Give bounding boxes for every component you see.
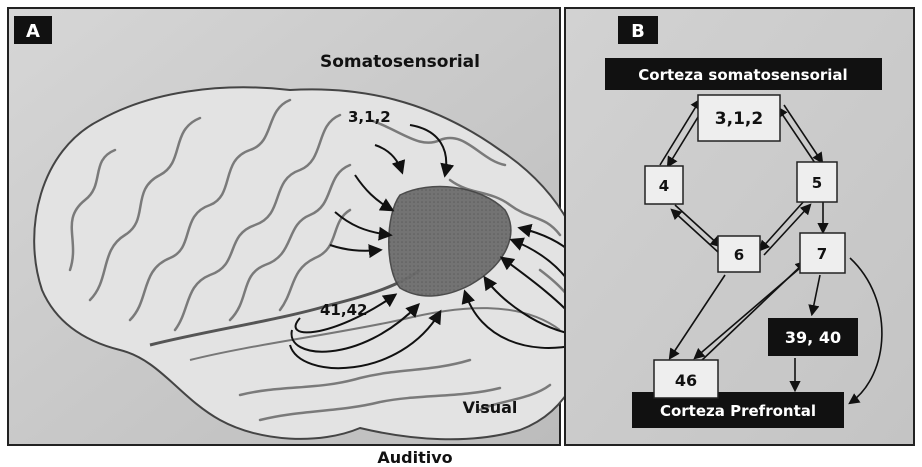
panel-b: B Corteza somatosensorial 3,1,2 — [565, 8, 914, 445]
box-area-312: 3,1,2 — [698, 95, 780, 141]
label-visual: Visual — [463, 398, 518, 417]
box-area-46: 46 — [654, 360, 718, 398]
box-area-4: 4 — [645, 166, 683, 204]
box-area-5-text: 5 — [812, 174, 822, 192]
box-area-312-text: 3,1,2 — [715, 109, 763, 129]
label-somatosensorial: Somatosensorial — [320, 52, 480, 72]
box-area-7-text: 7 — [817, 245, 827, 263]
box-area-4-text: 4 — [659, 177, 669, 195]
label-area-312: 3,1,2 — [348, 108, 391, 126]
label-auditivo: Auditivo — [377, 448, 452, 467]
panel-b-letter: B — [631, 21, 645, 42]
label-area-4142: 41,42 — [320, 301, 367, 319]
box-area-3940-text: 39, 40 — [785, 328, 841, 347]
box-area-46-text: 46 — [675, 371, 697, 390]
box-area-7: 7 — [800, 233, 845, 273]
box-area-6-text: 6 — [734, 246, 744, 264]
box-area-5: 5 — [797, 162, 837, 202]
box-prefrontal-text: Corteza Prefrontal — [660, 402, 816, 420]
box-area-3940: 39, 40 — [768, 318, 858, 356]
panel-a-letter: A — [26, 21, 40, 42]
box-area-6: 6 — [718, 236, 760, 272]
panel-a: A — [8, 8, 601, 445]
header-somatosensory-text: Corteza somatosensorial — [638, 66, 847, 84]
